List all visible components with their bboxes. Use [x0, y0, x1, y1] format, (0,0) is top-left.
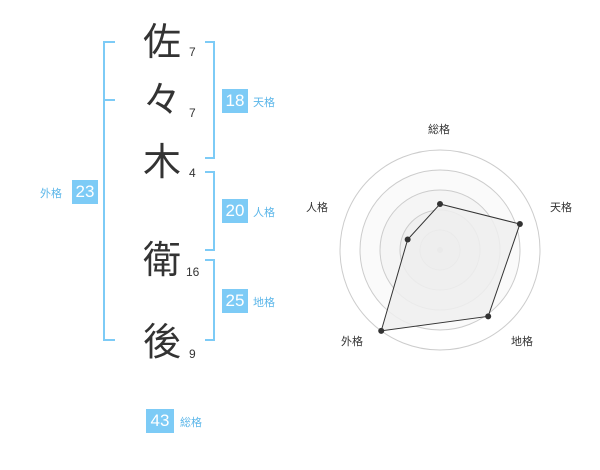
- radar-point-3: [485, 313, 492, 320]
- gaikaku-bracket: [103, 41, 115, 341]
- jinkaku-bracket: [205, 171, 215, 251]
- soukaku-badge: 43: [146, 409, 174, 433]
- stroke-count-3: 4: [189, 166, 196, 180]
- gaikaku-label: 外格: [40, 187, 62, 200]
- radar-axis-label-chikaku: 地格: [511, 335, 533, 348]
- radar-axis-label-tenkaku: 天格: [550, 201, 572, 214]
- jinkaku-badge: 20: [222, 199, 248, 223]
- soukaku-label: 総格: [180, 416, 202, 429]
- radar-data-polygon: [380, 203, 521, 332]
- name-char-1: 佐: [142, 20, 181, 64]
- radar-chart: [339, 149, 541, 351]
- name-char-2: 々: [142, 78, 181, 122]
- name-char-3: 木: [142, 140, 181, 184]
- tenkaku-bracket: [205, 41, 215, 159]
- jinkaku-label: 人格: [253, 206, 275, 219]
- name-char-5: 後: [142, 320, 181, 364]
- radar-axis-label-gaikaku: 外格: [341, 335, 363, 348]
- chikaku-badge: 25: [222, 289, 248, 313]
- name-char-4: 衛: [142, 238, 181, 282]
- tenkaku-label: 天格: [253, 96, 275, 109]
- gaikaku-badge: 23: [72, 180, 98, 204]
- radar-axis-label-soukaku: 総格: [428, 123, 450, 136]
- radar-axis-label-jinkaku: 人格: [306, 201, 328, 214]
- stroke-count-1: 7: [189, 45, 196, 59]
- stroke-count-4: 16: [186, 265, 200, 279]
- stroke-count-5: 9: [189, 347, 196, 361]
- radar-point-1: [437, 201, 443, 207]
- chikaku-label: 地格: [253, 296, 275, 309]
- radar-point-4: [378, 327, 385, 334]
- stroke-count-2: 7: [189, 106, 196, 120]
- tenkaku-badge: 18: [222, 89, 248, 113]
- radar-point-5: [404, 236, 411, 243]
- chikaku-bracket: [205, 259, 215, 341]
- radar-point-2: [516, 221, 523, 228]
